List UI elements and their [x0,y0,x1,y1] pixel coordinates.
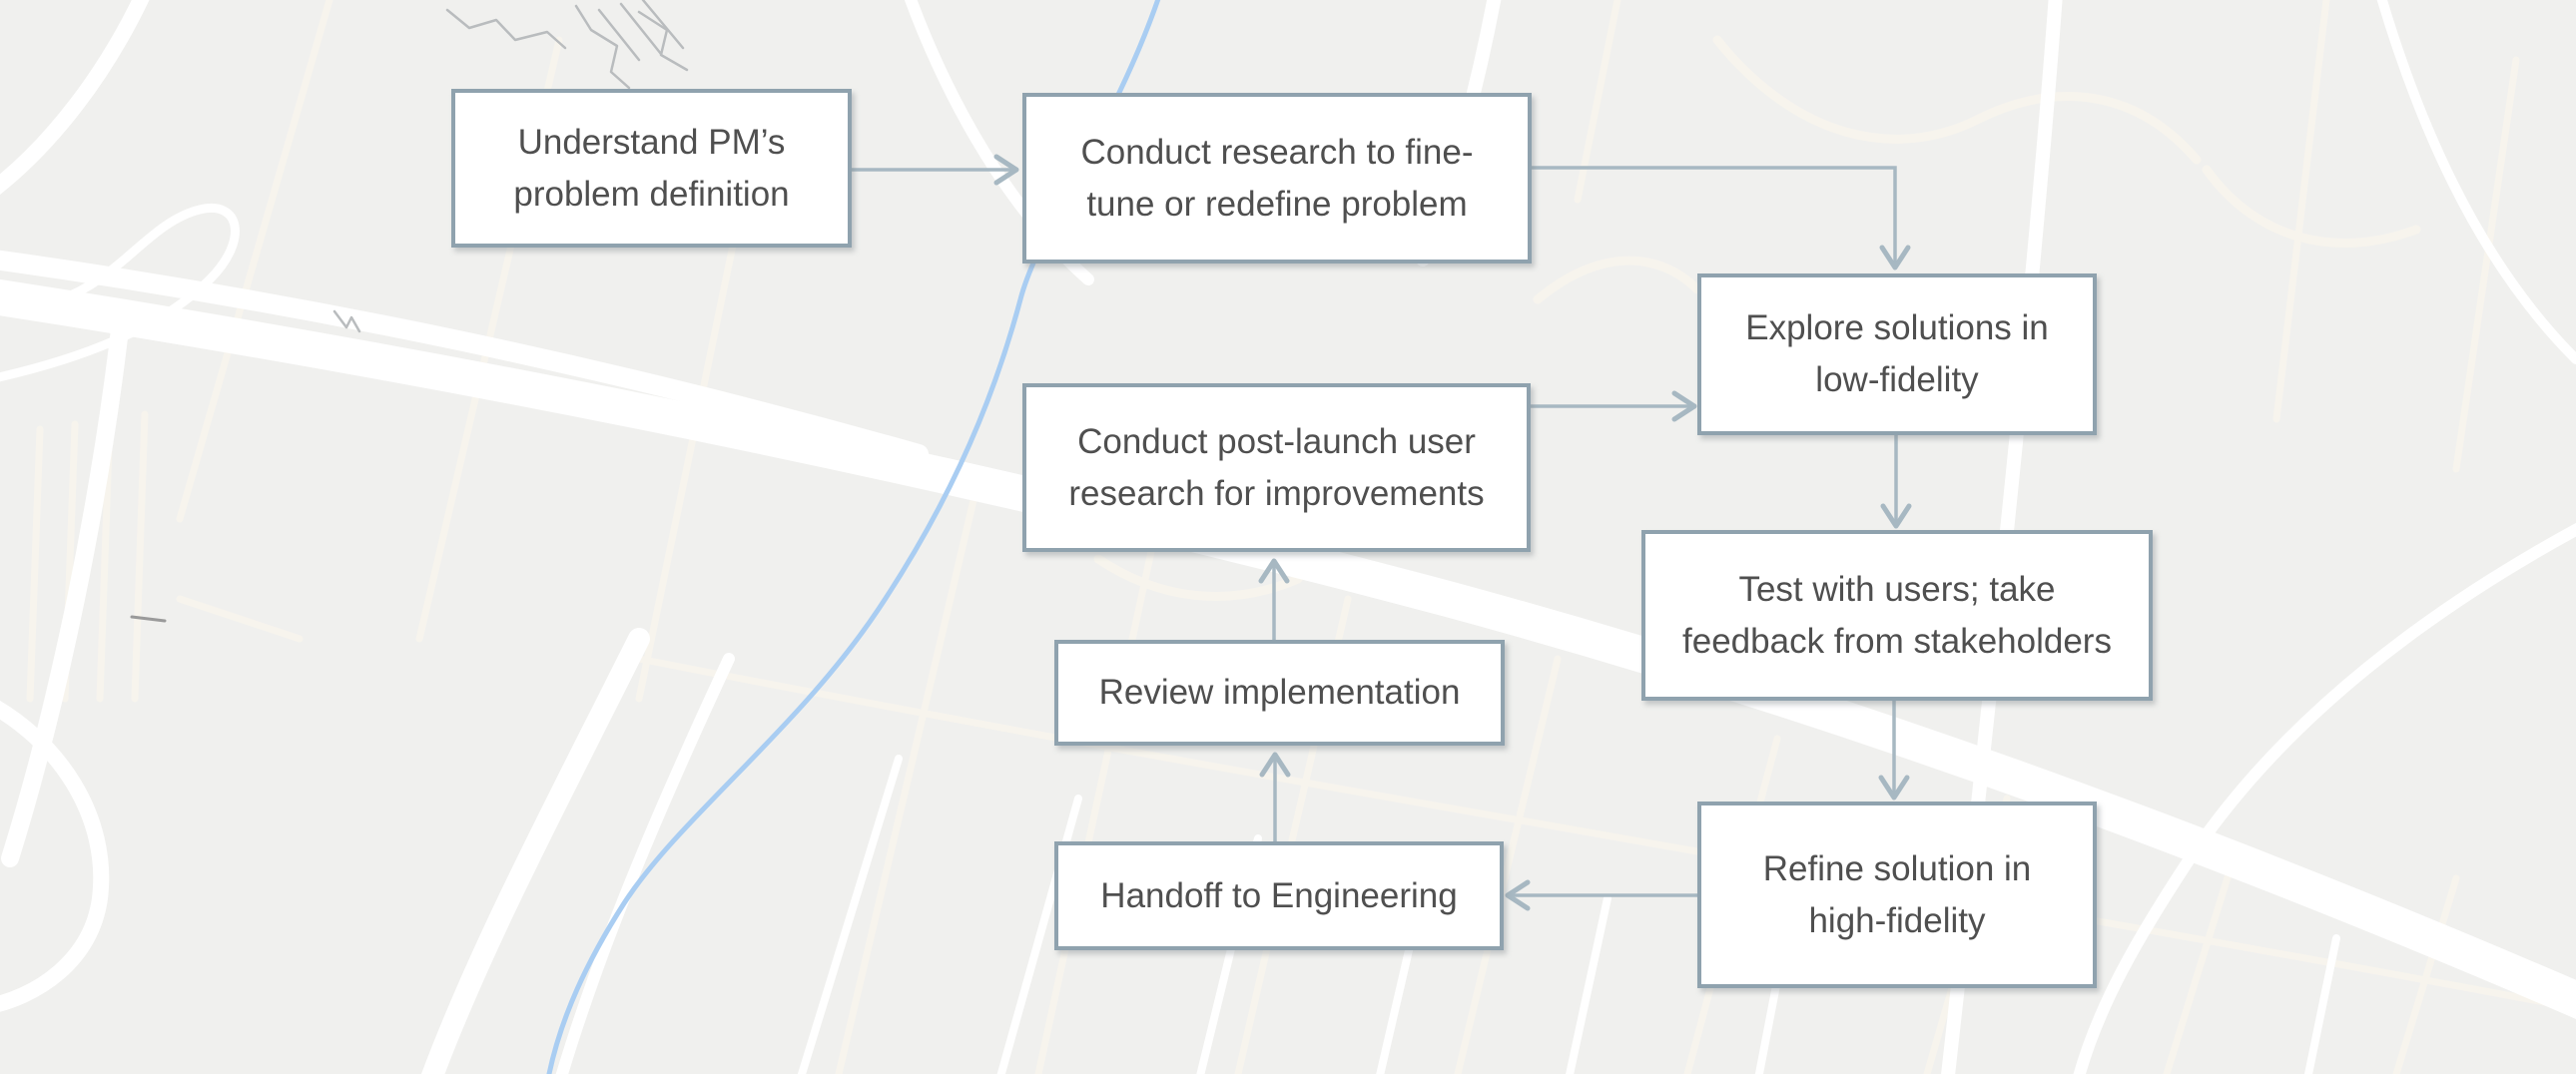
flow-node-label: Test with users; take [1738,569,2056,609]
flow-node-label: Conduct research to fine- [1080,132,1474,172]
arrowhead-up-icon [1258,558,1290,584]
connector-refine-solution-to-handoff-engineering [1505,879,1697,911]
flow-node-label: feedback from stakeholders [1682,621,2112,661]
flow-node-review-implementation[interactable]: Review implementation [1054,640,1505,746]
connector-conduct-research-to-explore-solutions [1532,166,1911,270]
arrowhead-down-icon [1880,503,1912,529]
flow-node-label: tune or redefine problem [1086,184,1468,224]
arrowhead-left-icon [1505,879,1531,911]
connector-explore-solutions-to-test-with-users [1880,435,1912,529]
flow-node-post-launch-research[interactable]: Conduct post-launch user research for imp… [1022,383,1531,552]
flow-node-label: Understand PM’s [517,122,786,162]
flow-node-label: problem definition [513,174,790,214]
flow-node-label: Explore solutions in [1745,308,2049,347]
connector-understand-pm-problem-to-conduct-research [852,154,1019,186]
flow-node-label: Review implementation [1098,673,1461,712]
map-trails [130,0,689,623]
flow-node-label: high-fidelity [1808,900,1986,940]
arrowhead-down-icon [1879,245,1911,270]
flow-node-test-with-users[interactable]: Test with users; take feedback from stake… [1641,530,2153,701]
arrowhead-up-icon [1259,752,1291,778]
arrowhead-down-icon [1878,775,1910,801]
flow-node-understand-pm-problem[interactable]: Understand PM’s problem definition [451,89,852,248]
flow-node-handoff-engineering[interactable]: Handoff to Engineering [1054,841,1504,950]
flow-node-label: low-fidelity [1815,360,1979,399]
flow-node-label: Handoff to Engineering [1100,875,1458,915]
connector-review-implementation-to-post-launch-research [1258,558,1290,640]
arrowhead-right-icon [993,154,1019,186]
flow-node-conduct-research[interactable]: Conduct research to fine-tune or redefin… [1022,93,1532,264]
flow-node-label: research for improvements [1068,473,1485,513]
flow-node-explore-solutions[interactable]: Explore solutions in low-fidelity [1697,273,2097,435]
arrowhead-right-icon [1671,390,1697,422]
connector-post-launch-research-to-explore-solutions [1531,390,1697,422]
flow-node-label: Refine solution in [1762,848,2032,888]
flow-node-label: Conduct post-launch user [1077,421,1476,461]
connector-test-with-users-to-refine-solution [1878,701,1910,801]
connector-handoff-engineering-to-review-implementation [1259,752,1291,841]
flow-node-refine-solution[interactable]: Refine solution in high-fidelity [1697,802,2097,988]
